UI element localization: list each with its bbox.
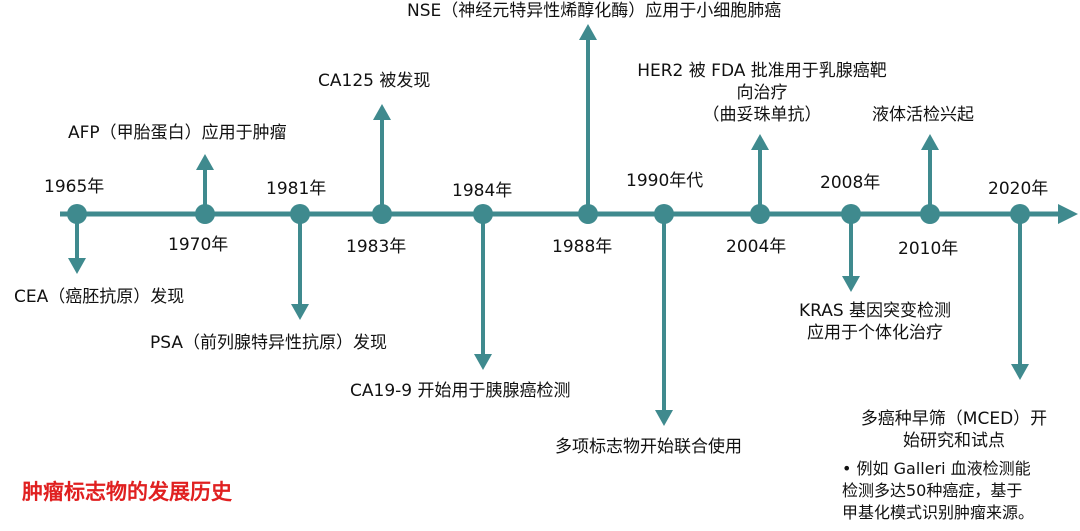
page-title: 肿瘤标志物的发展历史	[22, 480, 232, 504]
year-label-1970: 1970年	[168, 235, 229, 255]
dot-1970	[195, 204, 215, 224]
year-label-1965: 1965年	[44, 177, 105, 197]
event-desc-1970: AFP（甲胎蛋白）应用于肿瘤	[68, 123, 287, 143]
dot-1981	[290, 204, 310, 224]
event-desc-1984: CA19-9 开始用于胰腺癌检测	[350, 381, 571, 401]
dot-1984	[473, 204, 493, 224]
arrow-2008	[842, 276, 860, 292]
event-desc-2008: KRAS 基因突变检测 应用于个体化治疗	[770, 300, 980, 344]
year-label-2004: 2004年	[726, 237, 787, 257]
timeline-axis-arrowhead	[1058, 204, 1078, 224]
arrow-2020	[1011, 364, 1029, 380]
year-label-1990s: 1990年代	[626, 171, 704, 191]
dot-1990s	[654, 204, 674, 224]
dot-1965	[67, 204, 87, 224]
dot-2020	[1010, 204, 1030, 224]
dot-2010	[920, 204, 940, 224]
event-note-2020-line-1: • 例如 Galleri 血液检测能	[842, 459, 1031, 478]
event-note-2020-line-3: 甲基化模式识别肿瘤来源。	[842, 503, 1035, 522]
event-desc-1990s: 多项标志物开始联合使用	[555, 437, 742, 457]
event-desc-2020-line-1: 多癌种早筛（MCED）开	[860, 409, 1048, 429]
arrow-1981	[291, 304, 309, 320]
year-label-1981: 1981年	[266, 179, 327, 199]
event-desc-2020-line-2: 始研究和试点	[903, 431, 1005, 451]
arrow-1988	[579, 24, 597, 40]
event-note-2020: • 例如 Galleri 血液检测能 检测多达50种癌症，基于 甲基化模式识别肿…	[842, 458, 1034, 524]
event-desc-1983: CA125 被发现	[318, 71, 431, 91]
arrow-2004	[751, 134, 769, 150]
event-desc-2010: 液体活检兴起	[872, 105, 974, 125]
event-desc-2020: 多癌种早筛（MCED）开 始研究和试点	[836, 408, 1072, 452]
event-desc-1981: PSA（前列腺特异性抗原）发现	[150, 333, 387, 353]
arrow-1990s	[655, 410, 673, 426]
dot-1983	[372, 204, 392, 224]
year-label-2020: 2020年	[988, 179, 1049, 199]
arrow-2010	[921, 134, 939, 150]
dot-2008	[841, 204, 861, 224]
dot-1988	[578, 204, 598, 224]
year-label-1983: 1983年	[346, 237, 407, 257]
event-desc-2004-line-3: （曲妥珠单抗）	[702, 105, 822, 125]
arrow-1983	[373, 104, 391, 120]
year-label-2010: 2010年	[898, 239, 959, 259]
year-label-2008: 2008年	[820, 173, 881, 193]
event-desc-2008-line-2: 应用于个体化治疗	[807, 323, 943, 343]
event-desc-2004: HER2 被 FDA 批准用于乳腺癌靶 向治疗 （曲妥珠单抗）	[612, 60, 912, 126]
arrow-1965	[68, 258, 86, 274]
event-desc-1988: NSE（神经元特异性烯醇化酶）应用于小细胞肺癌	[407, 1, 782, 21]
event-desc-2004-line-2: 向治疗	[736, 83, 788, 103]
event-desc-2008-line-1: KRAS 基因突变检测	[798, 301, 952, 321]
event-desc-2004-line-1: HER2 被 FDA 批准用于乳腺癌靶	[637, 61, 887, 81]
year-label-1988: 1988年	[552, 237, 613, 257]
event-desc-1965: CEA（癌胚抗原）发现	[14, 287, 185, 307]
dot-2004	[750, 204, 770, 224]
arrow-1984	[474, 354, 492, 370]
event-note-2020-line-2: 检测多达50种癌症，基于	[842, 481, 1023, 500]
arrow-1970	[196, 154, 214, 170]
year-label-1984: 1984年	[452, 181, 513, 201]
